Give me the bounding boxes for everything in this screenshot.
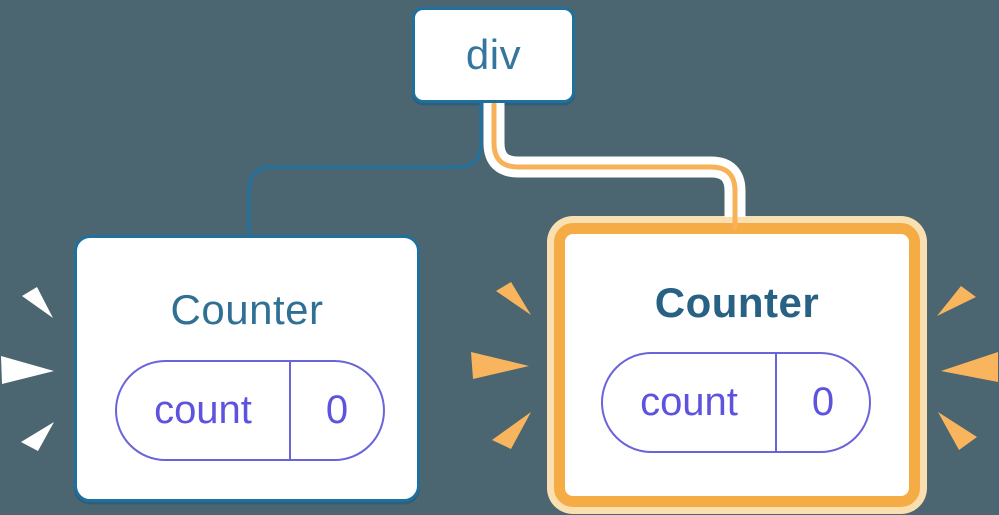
spark-icon <box>937 286 976 316</box>
state-pill-right-value: 0 <box>775 354 869 451</box>
counter-card-left-title: Counter <box>170 286 324 333</box>
state-pill-right: count 0 <box>601 352 871 453</box>
state-pill-left-key: count <box>154 388 252 432</box>
edge-root-to-right-child-casing <box>483 103 746 217</box>
state-pill-left: count 0 <box>115 360 385 461</box>
spark-icon <box>1 356 54 384</box>
counter-card-right: Counter count 0 <box>554 223 920 507</box>
spark-icon <box>22 287 53 318</box>
counter-card-right-title: Counter <box>654 279 820 326</box>
state-pill-left-value: 0 <box>289 362 383 459</box>
spark-icon <box>938 412 977 450</box>
edge-root-to-left-child <box>247 103 483 238</box>
spark-icon <box>492 412 531 449</box>
root-node-div: div <box>412 7 575 103</box>
counter-card-left: Counter count 0 <box>74 235 420 502</box>
counter-card-right-halo: Counter count 0 <box>547 216 927 514</box>
root-node-label: div <box>465 31 522 78</box>
edge-root-to-right-child <box>491 103 738 229</box>
spark-icon <box>496 282 531 315</box>
spark-icon <box>471 352 529 379</box>
spark-icon <box>21 422 54 451</box>
spark-icon <box>941 352 998 382</box>
state-pill-right-key: count <box>640 380 738 424</box>
